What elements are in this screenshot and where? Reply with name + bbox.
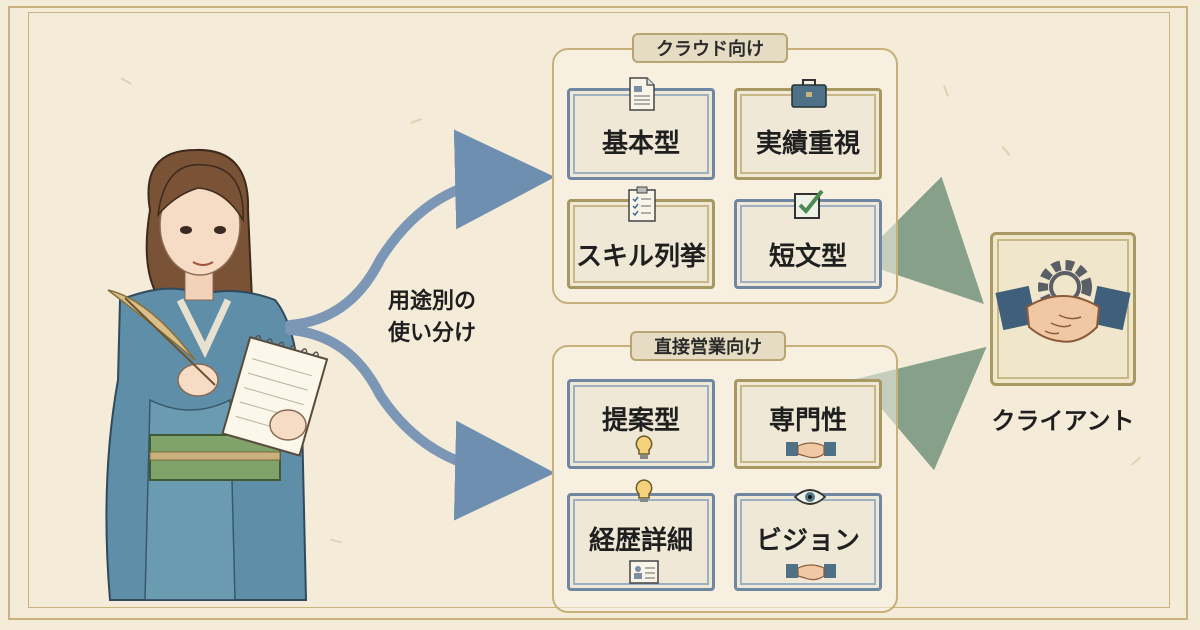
arrow-to-direct	[285, 325, 555, 521]
card-career: 経歴詳細	[567, 479, 715, 591]
lightbulb-icon	[635, 435, 653, 459]
card-achievements-label: 実績重視	[755, 129, 860, 159]
handshake-icon-small	[786, 564, 836, 581]
arrow-to-cloud	[285, 129, 555, 330]
card-skills-label: スキル列挙	[575, 242, 706, 272]
card-skills: スキル列挙	[567, 186, 715, 289]
eye-icon	[793, 489, 827, 505]
card-short-label: 短文型	[768, 242, 847, 272]
usage-label: 用途別の 使い分け	[388, 286, 498, 350]
card-proposal-label: 提案型	[601, 406, 680, 436]
card-career-label: 経歴詳細	[588, 526, 693, 556]
checkbox-icon	[794, 189, 824, 219]
card-proposal: 提案型	[567, 379, 715, 469]
arrow-direct-to-client	[856, 346, 987, 471]
profile-icon	[629, 560, 659, 584]
client-label: クライアント	[991, 407, 1135, 435]
card-short: 短文型	[734, 189, 882, 289]
document-icon	[629, 77, 655, 111]
lightbulb-icon-small	[635, 479, 653, 502]
group-cloud-label: クラウド向け	[632, 33, 788, 63]
checklist-icon	[628, 186, 656, 222]
client-card	[990, 232, 1136, 386]
group-direct-label: 直接営業向け	[630, 331, 786, 361]
handshake-icon	[786, 442, 836, 459]
card-expertise: 専門性	[734, 379, 882, 469]
usage-label-line2: 使い分け	[388, 321, 477, 346]
briefcase-icon	[791, 79, 827, 108]
card-achievements: 実績重視	[734, 79, 882, 180]
card-expertise-label: 専門性	[768, 406, 847, 436]
card-vision: ビジョン	[734, 489, 882, 591]
card-basic: 基本型	[567, 77, 715, 180]
card-basic-label: 基本型	[601, 129, 680, 159]
card-vision-label: ビジョン	[755, 526, 860, 556]
arrow-cloud-to-client	[856, 176, 984, 304]
usage-label-line1: 用途別の	[388, 289, 477, 314]
outer-frame	[8, 6, 1188, 620]
handshake-gear-icon	[995, 260, 1131, 343]
